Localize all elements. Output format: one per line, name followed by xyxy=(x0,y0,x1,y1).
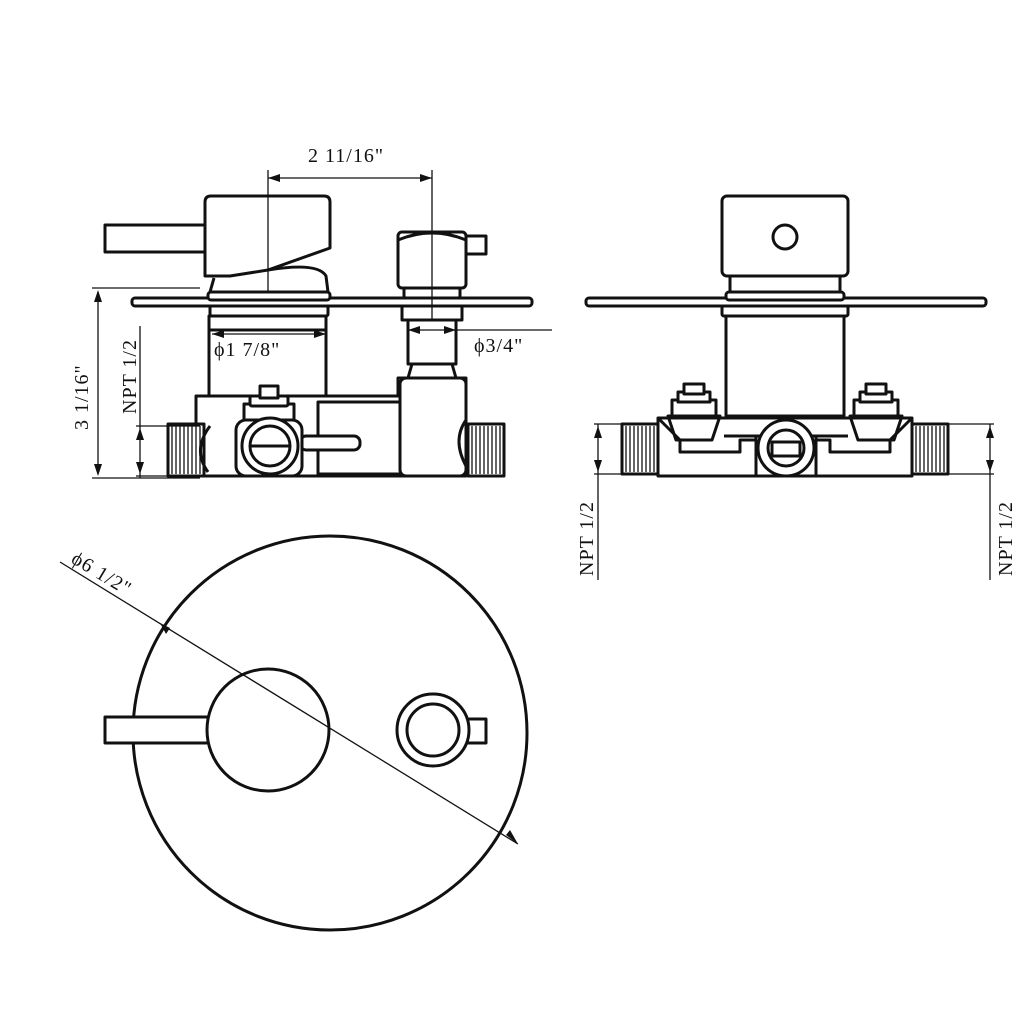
plan-lever-handle xyxy=(103,715,211,745)
dim-body-height-label: 3 1/16" xyxy=(71,364,93,430)
dim-thread-left xyxy=(136,326,200,478)
dim-side-thread-right xyxy=(948,423,994,580)
dim-valve-spacing xyxy=(267,170,433,320)
side-view: NPT 1/2 NPT 1/2 xyxy=(576,194,1017,580)
side-left-thread xyxy=(620,422,660,476)
dim-trim-diameter xyxy=(212,330,326,338)
dim-side-thread-left xyxy=(594,423,622,580)
dim-plate-diameter-label: ϕ6 1/2" xyxy=(67,547,135,600)
side-right-stop xyxy=(848,382,904,442)
front-stop-valve xyxy=(234,384,304,478)
dim-side-thread-right-label: NPT 1/2 xyxy=(995,501,1017,576)
plan-handle-hub xyxy=(205,667,331,793)
dim-stem-diameter xyxy=(408,326,552,334)
front-lever-handle xyxy=(103,223,211,254)
dim-plate-diameter xyxy=(59,561,519,845)
side-left-stop xyxy=(666,382,722,442)
side-center-stop xyxy=(756,418,816,478)
front-view: 2 11/16" 3 1/16" NPT 1/2 ϕ1 7/8" ϕ3/4" xyxy=(71,145,552,479)
front-wall-plate xyxy=(130,296,534,308)
dim-valve-spacing-label: 2 11/16" xyxy=(308,145,384,167)
dim-thread-left-label: NPT 1/2 xyxy=(119,339,141,414)
dim-trim-diameter-label: ϕ1 7/8" xyxy=(214,339,280,361)
side-right-thread xyxy=(910,422,950,476)
front-left-thread xyxy=(166,422,212,478)
dim-body-height xyxy=(92,287,200,479)
dim-stem-diameter-label: ϕ3/4" xyxy=(474,335,523,357)
plan-view: ϕ6 1/2" xyxy=(59,534,529,932)
side-handle-hole xyxy=(771,223,799,251)
front-right-thread xyxy=(466,422,506,478)
front-diverter-stem xyxy=(406,318,458,366)
dim-side-thread-left-label: NPT 1/2 xyxy=(576,501,598,576)
side-valve-body xyxy=(724,314,846,418)
